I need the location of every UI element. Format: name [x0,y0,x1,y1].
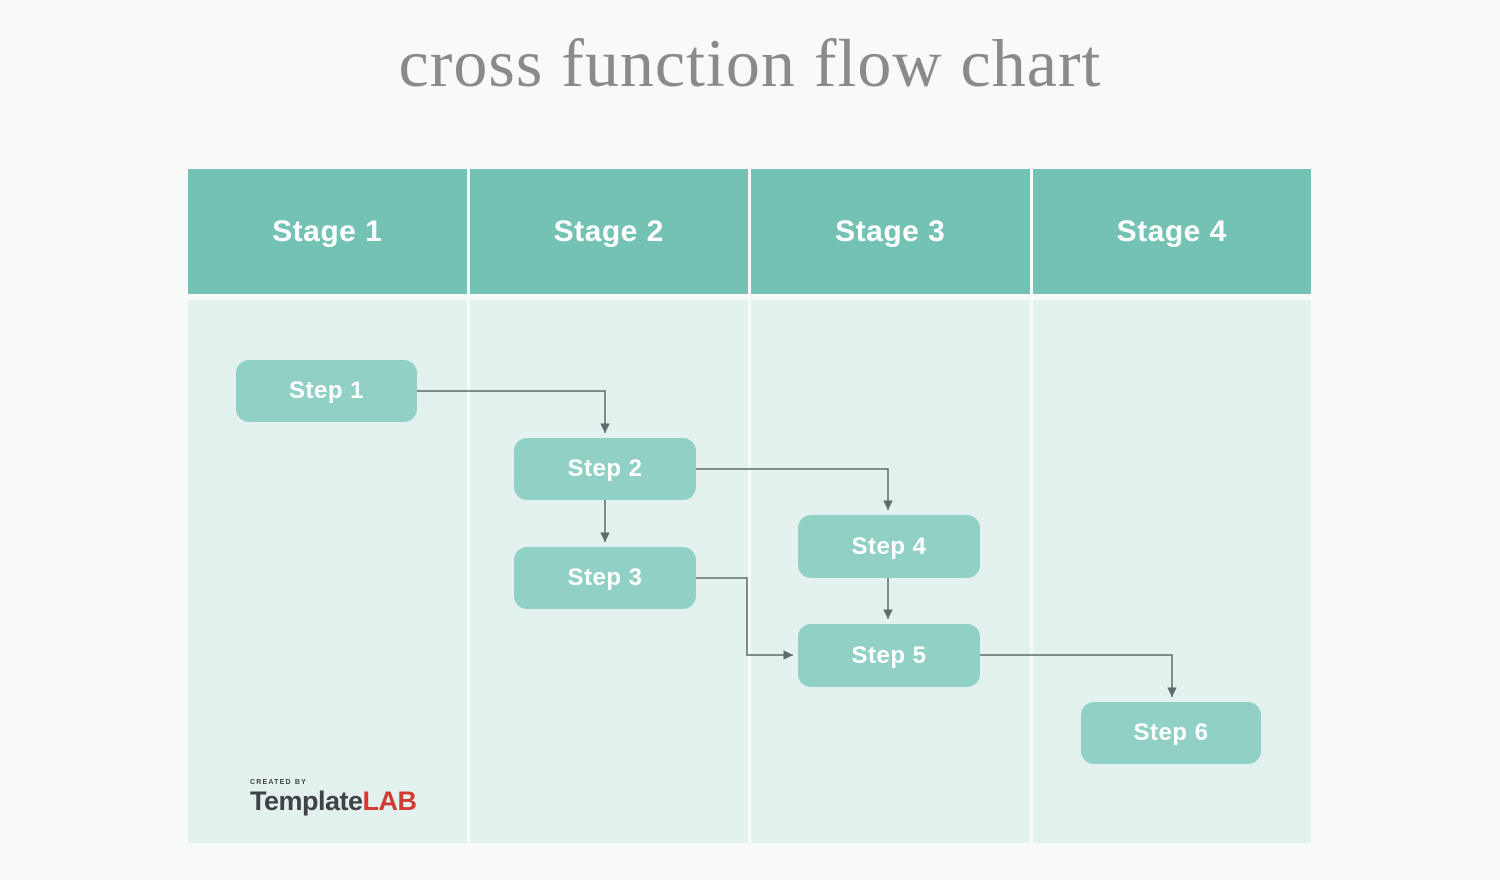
flow-node-step3-label: Step 3 [567,564,643,591]
logo-word-primary: Template [250,786,363,816]
stage-header-1-label: Stage 1 [272,214,383,248]
stage-header-2-label: Stage 2 [553,214,664,248]
flow-node-step2: Step 2 [514,438,696,500]
stage-header-3-label: Stage 3 [835,214,946,248]
flow-node-step6-label: Step 6 [1133,719,1209,746]
stage-header-4: Stage 4 [1032,169,1311,294]
flow-node-step2-label: Step 2 [567,455,643,482]
stage-header-1: Stage 1 [188,169,467,294]
swimlane-board: Stage 1 Stage 2 Stage 3 Stage 4 [188,169,1311,843]
flow-node-step3: Step 3 [514,547,696,609]
flow-node-step6: Step 6 [1081,702,1261,764]
logo-created-by-text: CREATED BY [250,779,307,786]
page-title: cross function flow chart [398,25,1102,101]
stage-header-3: Stage 3 [751,169,1030,294]
logo-wordmark: TemplateLAB [250,786,417,816]
flow-node-step4-label: Step 4 [851,532,927,560]
flow-node-step5: Step 5 [798,624,980,687]
stage-header-2: Stage 2 [469,169,748,294]
flow-node-step4: Step 4 [798,515,980,578]
stage-header-4-label: Stage 4 [1116,214,1227,248]
flow-node-step1-label: Step 1 [288,377,365,404]
flow-node-step5-label: Step 5 [851,641,927,669]
logo-word-accent: LAB [362,786,418,816]
flow-node-step1: Step 1 [236,360,417,422]
templatelab-logo: CREATED BY TemplateLAB [250,779,417,815]
